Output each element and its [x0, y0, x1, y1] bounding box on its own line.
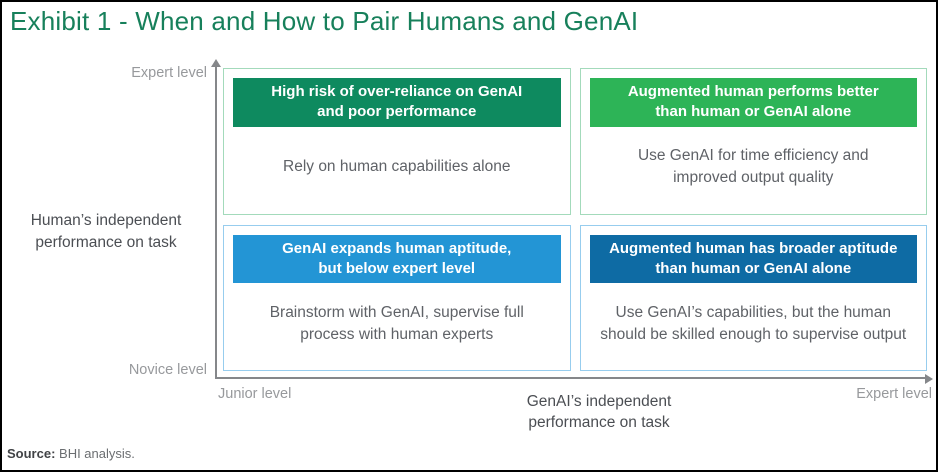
quadrant-top-left-body: Rely on human capabilities alone: [283, 158, 511, 176]
quadrant-top-right-body: Use GenAI for time efficiency and improv…: [637, 147, 869, 186]
exhibit-title: Exhibit 1 - When and How to Pair Humans …: [10, 6, 639, 36]
quadrant-bottom-right-header: Augmented human has broader aptitude tha…: [589, 234, 917, 283]
source-text: BHI analysis.: [55, 446, 135, 461]
y-axis-arrow-up-icon: [211, 59, 221, 67]
quadrant-matrix: High risk of over-reliance on GenAI and …: [223, 68, 927, 371]
y-axis-title: Human’s independent performance on task: [30, 212, 182, 251]
quadrant-bottom-right: Augmented human has broader aptitude tha…: [579, 224, 927, 371]
source-label: Source:: [7, 446, 56, 461]
x-axis-right-label: Expert level: [856, 386, 932, 402]
quadrant-top-right-header: Augmented human performs better than hum…: [589, 78, 917, 127]
quadrant-bottom-left-body: Brainstorm with GenAI, supervise full pr…: [269, 303, 524, 343]
x-axis-left-label: Junior level: [218, 386, 292, 402]
quadrant-top-left-header: High risk of over-reliance on GenAI and …: [233, 78, 561, 127]
y-axis-bottom-label: Novice level: [128, 362, 207, 378]
y-axis-top-label: Expert level: [131, 65, 207, 81]
x-axis-line: [215, 377, 927, 379]
quadrant-top-left: High risk of over-reliance on GenAI and …: [223, 68, 571, 215]
quadrant-bottom-left-header: GenAI expands human aptitude, but below …: [233, 234, 561, 283]
x-axis-title: GenAI’s independent performance on task: [526, 393, 672, 431]
quadrant-bottom-left: GenAI expands human aptitude, but below …: [223, 224, 571, 371]
quadrant-top-right: Augmented human performs better than hum…: [579, 68, 927, 215]
quadrant-bottom-right-body: Use GenAI’s capabilities, but the human …: [600, 303, 907, 343]
x-axis-arrow-right-icon: [925, 374, 933, 384]
y-axis-line: [215, 66, 217, 378]
source-line: Source: BHI analysis.: [7, 446, 135, 461]
